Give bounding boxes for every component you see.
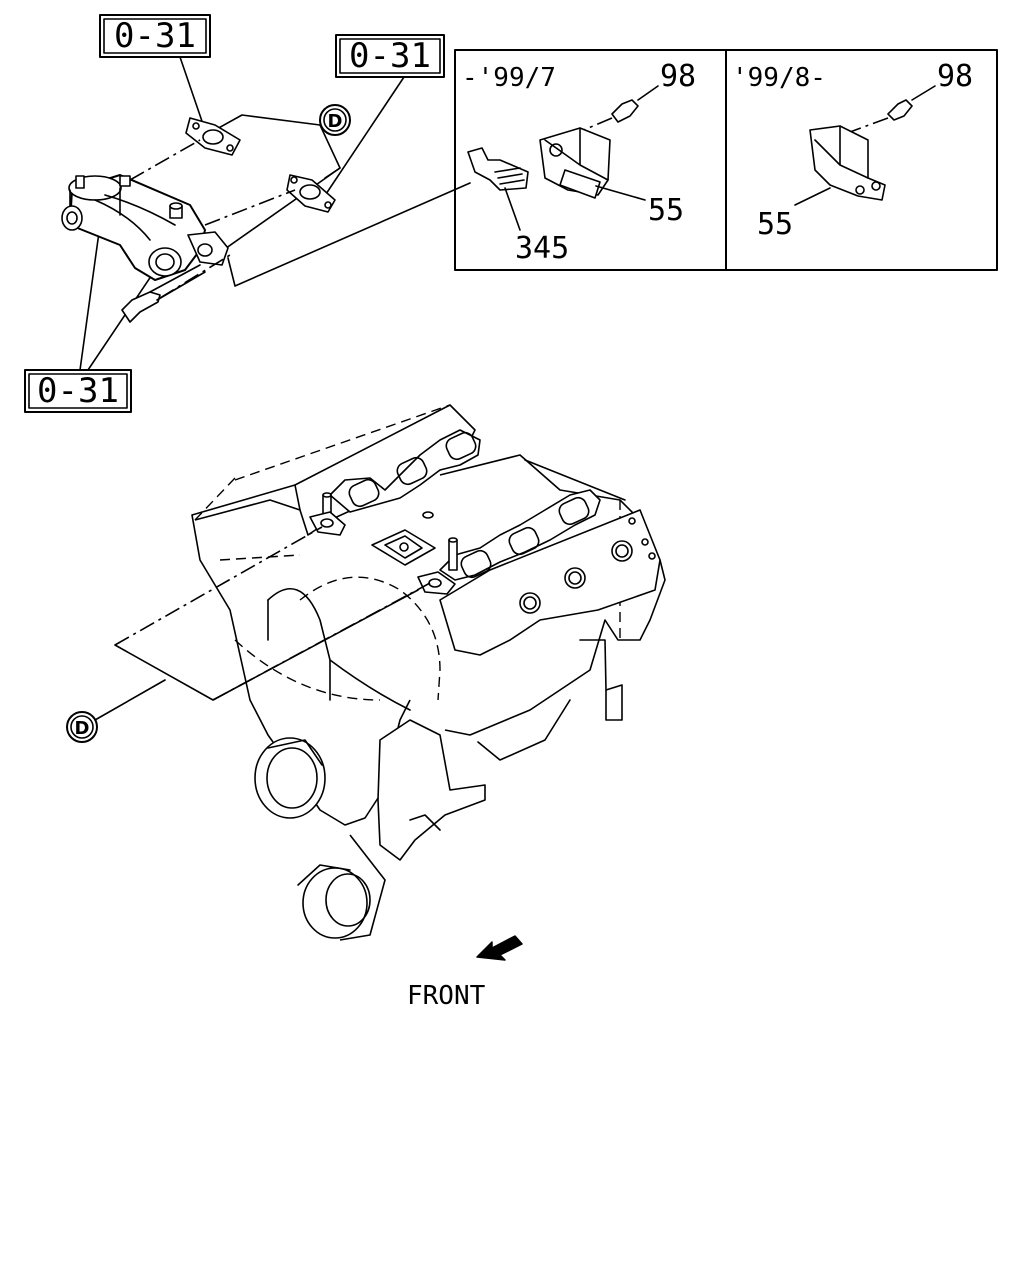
inset-right-bolt xyxy=(849,85,936,133)
marker-d-upper: D xyxy=(319,104,351,136)
inset-right-unit-part: 55 xyxy=(757,207,793,242)
front-label: FRONT xyxy=(407,981,486,1011)
outlet-pipe-assembly xyxy=(61,174,229,281)
inset-left-period: -'99/7 xyxy=(462,63,556,93)
d-region-lower xyxy=(94,526,431,721)
inset-panel xyxy=(454,49,998,271)
gasket-upper-left xyxy=(185,117,241,156)
marker-d-lower: D xyxy=(66,711,98,743)
ref-label-lower-left: 0-31 xyxy=(37,371,119,411)
ref-box-top-left[interactable]: 0-31 xyxy=(99,14,211,58)
inset-left-unit xyxy=(539,127,646,201)
ref-box-lower-left[interactable]: 0-31 xyxy=(24,369,132,413)
ref-box-top-right[interactable]: 0-31 xyxy=(335,34,445,78)
inset-left-bracket-part: 345 xyxy=(515,231,569,266)
front-arrow-icon xyxy=(476,935,523,961)
marker-d-upper-label: D xyxy=(328,111,343,132)
inset-right-bolt-part: 98 xyxy=(937,59,973,94)
ref-label-top-left: 0-31 xyxy=(114,16,196,56)
inset-left-bracket xyxy=(467,147,529,231)
inset-left-bolt-part: 98 xyxy=(660,59,696,94)
engine-block xyxy=(191,404,666,941)
inset-right-period: '99/8- xyxy=(732,63,826,93)
d-region-upper xyxy=(211,114,341,259)
marker-d-lower-label: D xyxy=(75,718,90,739)
inset-left-bolt xyxy=(559,85,659,141)
bolt-lower xyxy=(121,254,231,323)
inset-left-unit-part: 55 xyxy=(648,193,684,228)
gasket-upper-right xyxy=(286,174,336,213)
ref-label-top-right: 0-31 xyxy=(349,36,431,76)
inset-right-unit xyxy=(794,125,886,206)
